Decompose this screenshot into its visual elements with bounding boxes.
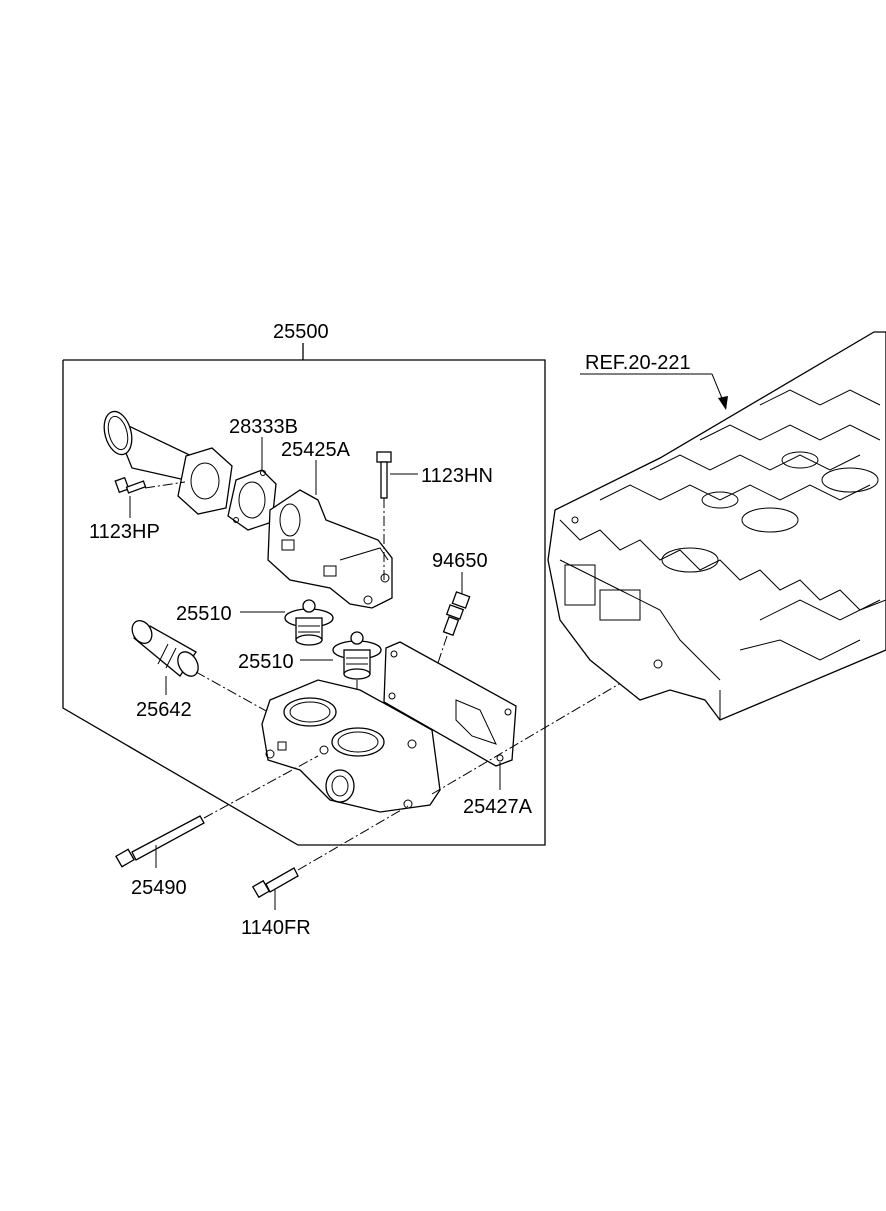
assembly-boundary — [62, 359, 546, 846]
flange-bolt-1140fr — [251, 867, 299, 899]
label-25425a: 25425A — [281, 439, 351, 461]
label-25490: 25490 — [131, 877, 187, 899]
label-25427a: 25427A — [463, 796, 533, 818]
label-25510-lower: 25510 — [238, 651, 294, 673]
label-1140fr: 1140FR — [241, 917, 311, 939]
thermostat-housing-25425a — [267, 489, 393, 609]
label-ref-20-221: REF.20-221 — [585, 352, 691, 374]
label-94650: 94650 — [432, 550, 488, 572]
cylinder-head-ref — [547, 331, 886, 721]
pipe-25642 — [131, 620, 199, 677]
bolt-1123hp — [114, 476, 147, 494]
gasket-28333b — [227, 469, 277, 531]
label-25642: 25642 — [136, 699, 192, 721]
sensor-94650 — [442, 591, 471, 637]
label-1123hp: 1123HP — [89, 521, 160, 543]
gasket-25427a — [383, 641, 517, 767]
long-bolt-25490 — [115, 815, 205, 868]
water-outlet-body — [261, 679, 441, 813]
thermostat-25510-lower — [332, 631, 382, 680]
label-28333b: 28333B — [229, 416, 298, 438]
thermostat-25510-upper — [284, 599, 334, 646]
inlet-pipe-flange — [103, 410, 233, 515]
label-1123hn: 1123HN — [421, 465, 493, 487]
bolt-1123hn — [376, 451, 392, 499]
label-25500: 25500 — [273, 321, 329, 343]
label-25510-upper: 25510 — [176, 603, 232, 625]
